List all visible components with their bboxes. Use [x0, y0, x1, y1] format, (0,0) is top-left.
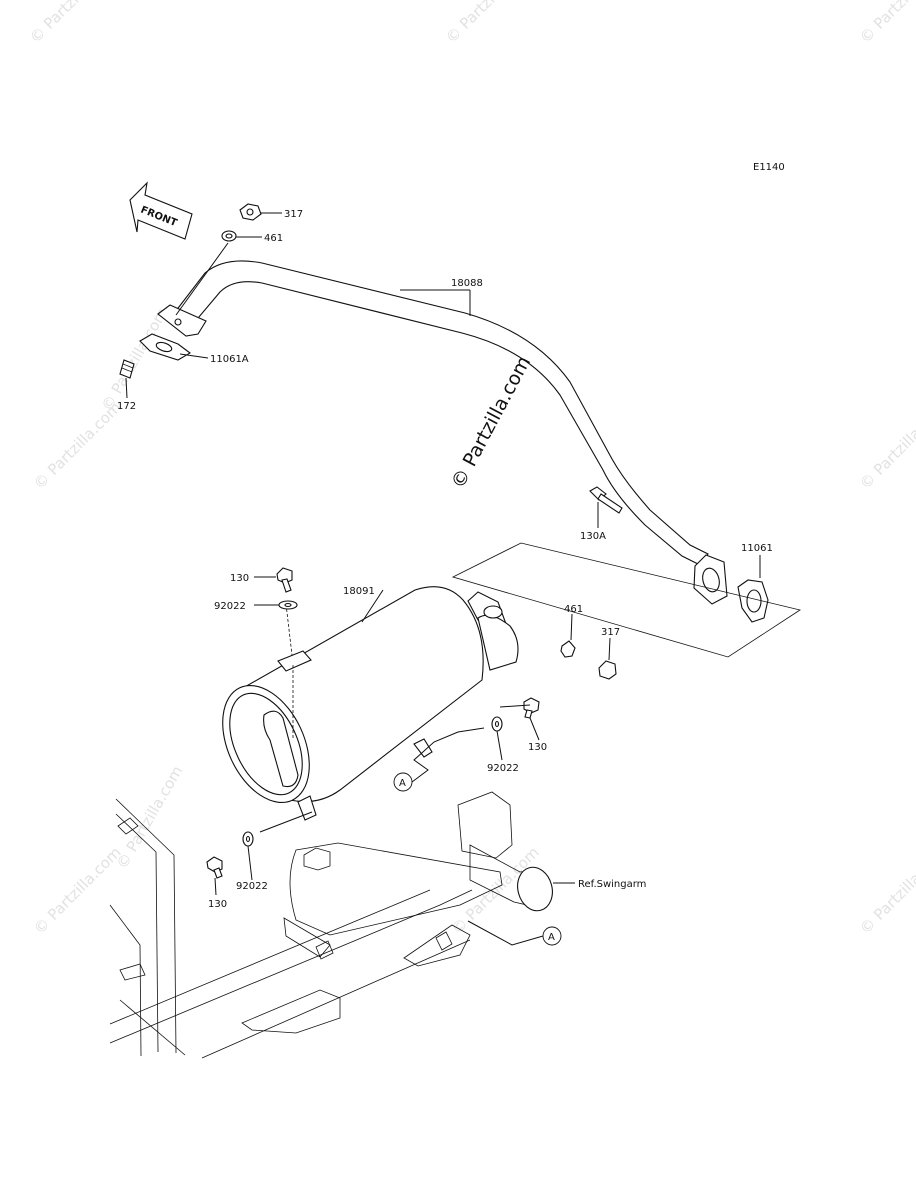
frame-swingarm [109, 791, 553, 1059]
stud-172 [119, 359, 135, 379]
label-130-mid: 130 [528, 742, 547, 753]
label-18091: 18091 [343, 586, 375, 597]
callout-a-lower: A [467, 920, 562, 946]
gasket-11061a [139, 333, 191, 361]
washer-461-lower [560, 640, 576, 658]
label-11061a: 11061A [210, 354, 249, 365]
bolt-130-top [276, 567, 293, 593]
label-11061: 11061 [741, 543, 773, 554]
label-92022-low: 92022 [236, 881, 268, 892]
watermark-left-frame: © Partzilla.com [98, 305, 171, 414]
gasket-11061 [737, 579, 769, 623]
watermark-top-center: © Partzilla.com [442, 0, 537, 47]
exhaust-pipe-18088 [157, 260, 728, 605]
label-92022-top: 92022 [214, 601, 246, 612]
label-ref-swingarm: Ref.Swingarm [578, 879, 646, 890]
washer-92022-top [278, 600, 298, 610]
washer-92022-mid [491, 716, 503, 732]
muffler-18091 [222, 586, 519, 821]
watermark-center-frame: © Partzilla.com [113, 763, 186, 872]
label-92022-mid: 92022 [487, 763, 519, 774]
label-461-lower: 461 [564, 604, 583, 615]
label-172: 172 [117, 401, 136, 412]
watermark-mid-right: © Partzilla.com [856, 398, 916, 493]
nut-317-lower [598, 660, 617, 680]
callout-a-upper-label: A [399, 778, 406, 789]
nut-317-top [239, 203, 262, 221]
label-130a: 130A [580, 531, 606, 542]
bolt-130a [589, 486, 623, 514]
part-labels: 317 461 18088 11061A 172 130A 11061 130 … [117, 209, 773, 910]
watermark-low-right: © Partzilla.com [856, 843, 916, 938]
label-130-top: 130 [230, 573, 249, 584]
label-317-top: 317 [284, 209, 303, 220]
watermark-top-left: © Partzilla.com [26, 0, 121, 47]
leader-lines [125, 212, 761, 896]
label-130-low: 130 [208, 899, 227, 910]
washer-92022-low [242, 831, 254, 847]
bolt-130-mid [523, 697, 540, 719]
center-watermark: © Partzilla.com [447, 353, 535, 493]
watermark-low-left: © Partzilla.com [30, 843, 125, 938]
front-arrow-icon: FRONT [129, 181, 193, 240]
callout-a-upper: A [393, 727, 485, 792]
bolt-130-low [206, 856, 223, 879]
watermark-top-right: © Partzilla.com [856, 0, 916, 47]
callout-a-lower-label: A [548, 932, 555, 943]
diagram-code: E1140 [753, 162, 785, 173]
label-461-top: 461 [264, 233, 283, 244]
washer-461-top [221, 230, 237, 242]
label-18088: 18088 [451, 278, 483, 289]
label-317-lower: 317 [601, 627, 620, 638]
